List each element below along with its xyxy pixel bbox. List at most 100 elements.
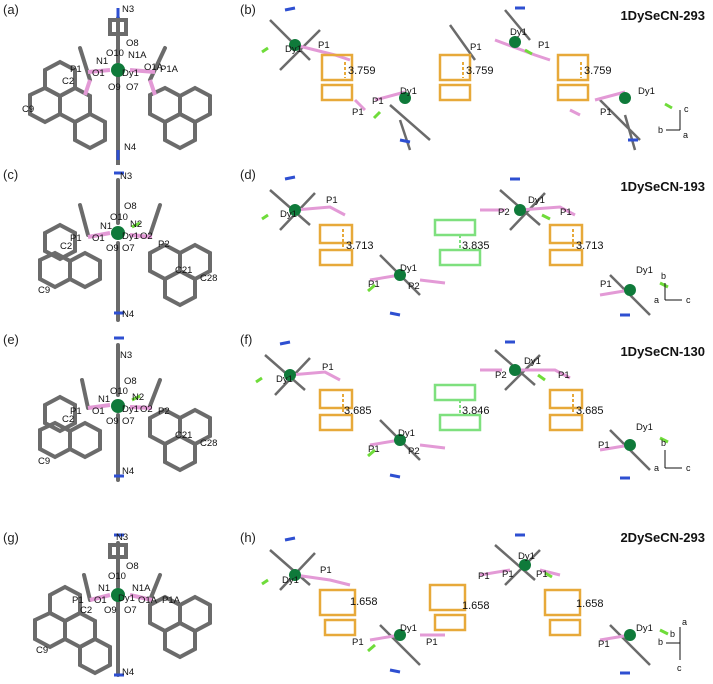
- molecule-structure-g: N3 O8 O10 N1 N1A P1 P1A O1 O1A Dy1 O9 O7…: [33, 532, 212, 678]
- distance-label: 1.658: [576, 598, 604, 610]
- atom-label: P1: [368, 444, 380, 455]
- panel-c: (c) N3 O8 O10 N1 N2 O1 Dy1 O2 P1 P2 O9 O…: [0, 165, 240, 330]
- panel-title: 1DySeCN-130: [620, 344, 705, 359]
- distance-label: 3.846: [462, 405, 490, 417]
- atom-label: Dy1: [400, 623, 417, 634]
- panel-label: (g): [3, 530, 19, 545]
- atom-label: P2: [495, 370, 507, 381]
- atom-label: Dy1: [524, 356, 541, 367]
- axis-label: c: [677, 663, 682, 673]
- packing-chain-b: 3.759 3.759 3.759 Dy1 P1 P1 Dy1 P1 Dy1 P…: [261, 6, 689, 151]
- atom-label: P1: [478, 571, 490, 582]
- atom-label: Dy1: [636, 265, 653, 276]
- packing-chain-h: 1.658 1.658 1.658 Dy1 P1 P1 Dy1 P1 P1 Dy…: [261, 533, 687, 675]
- atom-label: P1: [352, 107, 364, 118]
- atom-label: P1: [470, 42, 482, 53]
- atom-label: C2: [62, 414, 74, 425]
- atom-label: Dy1: [510, 27, 527, 38]
- atom-label: P1: [70, 233, 82, 244]
- atom-label: P1: [368, 279, 380, 290]
- axis-label: b: [661, 438, 666, 448]
- atom-label: Dy1: [276, 374, 293, 385]
- atom-label: C9: [38, 285, 50, 296]
- atom-label: P1: [320, 565, 332, 576]
- distance-label: 3.685: [576, 405, 604, 417]
- atom-label: P1: [598, 639, 610, 650]
- distance-label: 1.658: [462, 600, 490, 612]
- distance-label: 3.713: [576, 240, 604, 252]
- panel-label: (e): [3, 332, 19, 347]
- atom-label: O7: [124, 605, 137, 616]
- atom-label: Dy1: [280, 209, 297, 220]
- atom-label: Dy1: [285, 44, 302, 55]
- atom-label: C2: [80, 605, 92, 616]
- packing-chain-d: 3.713 3.835 3.713 Dy1 P1 P2 Dy1 P1 Dy1 P…: [261, 175, 691, 317]
- atom-label: P2: [158, 239, 170, 250]
- atom-label: Dy1: [122, 231, 139, 242]
- atom-label: O1: [92, 233, 105, 244]
- axis-label: b: [661, 271, 666, 281]
- panel-g: (g) N3 O8 O10 N1 N1A P1 P1A O1 O1A Dy1 O…: [0, 495, 240, 684]
- atom-label: P1: [326, 195, 338, 206]
- atom-label: O10: [106, 48, 124, 59]
- atom-label: O8: [124, 201, 137, 212]
- axis-label: c: [686, 463, 691, 473]
- atom-label: P1: [558, 370, 570, 381]
- atom-label: O1: [92, 68, 105, 79]
- atom-label: N1A: [132, 583, 151, 594]
- axis-label: a: [682, 617, 687, 627]
- atom-label: P2: [408, 281, 420, 292]
- atom-label: Dy1: [398, 428, 415, 439]
- axis-label: b: [658, 125, 663, 135]
- distance-label: 3.759: [348, 65, 376, 77]
- atom-label: P1: [372, 96, 384, 107]
- panel-label: (a): [3, 2, 19, 17]
- atom-label: N1: [100, 221, 112, 232]
- atom-label: P1: [70, 64, 82, 75]
- atom-label: Dy1: [400, 263, 417, 274]
- atom-label: C2: [60, 241, 72, 252]
- molecule-structure-c: N3 O8 O10 N1 N2 O1 Dy1 O2 P1 P2 O9 O7 C2…: [38, 171, 217, 322]
- axis-label: c: [686, 295, 691, 305]
- atom-label: N3: [116, 532, 128, 543]
- atom-label: P1: [600, 107, 612, 118]
- axis-indicator: [664, 283, 682, 301]
- atom-label: N3: [122, 4, 134, 15]
- atom-label: Dy1: [636, 422, 653, 433]
- atom-label: P1: [538, 40, 550, 51]
- atom-label: N2: [130, 219, 142, 230]
- atom-label: N4: [122, 309, 134, 320]
- atom-label: N4: [122, 667, 134, 678]
- atom-label: O9: [106, 243, 119, 254]
- axis-label: a: [683, 130, 688, 140]
- atom-label: P1: [72, 595, 84, 606]
- molecule-structure-a: N3 O8 O10 N1 N1A P1 P1A O1 O1A Dy1 O9 O7…: [22, 4, 212, 165]
- panel-label: (f): [240, 332, 253, 347]
- atom-label: O7: [126, 82, 139, 93]
- atom-label: P2: [408, 446, 420, 457]
- panel-label: (d): [240, 167, 256, 182]
- atom-label: C28: [200, 438, 217, 449]
- atom-label: C9: [36, 645, 48, 656]
- atom-label: N1A: [128, 50, 147, 61]
- atom-label: N1: [98, 394, 110, 405]
- panel-h: (h) 2DySeCN-293 1.658 1.658 1.658 Dy1 P1…: [240, 495, 713, 684]
- atom-label: O2: [140, 404, 153, 415]
- panel-label: (h): [240, 530, 256, 545]
- atom-label: O1A: [144, 62, 164, 73]
- atom-label: Dy1: [118, 593, 135, 604]
- atom-label: P1: [322, 362, 334, 373]
- atom-label: N3: [120, 171, 132, 182]
- packing-chain-f: 3.685 3.846 3.685 Dy1 P1 P2 Dy1 P1 Dy1 P…: [255, 340, 691, 480]
- panel-a: (a) N3 O8 O10 N1 N1A P1 P1A O1 O1A Dy1: [0, 0, 240, 165]
- atom-label: O9: [106, 416, 119, 427]
- axis-label: a: [654, 295, 659, 305]
- axis-indicator: [666, 110, 681, 131]
- atom-label: C21: [175, 430, 192, 441]
- atom-label: C9: [38, 456, 50, 467]
- atom-label: N1: [96, 56, 108, 67]
- distance-label: 3.759: [466, 65, 494, 77]
- atom-label: O1A: [138, 595, 158, 606]
- distance-label: 3.759: [584, 65, 612, 77]
- atom-label: O8: [126, 38, 139, 49]
